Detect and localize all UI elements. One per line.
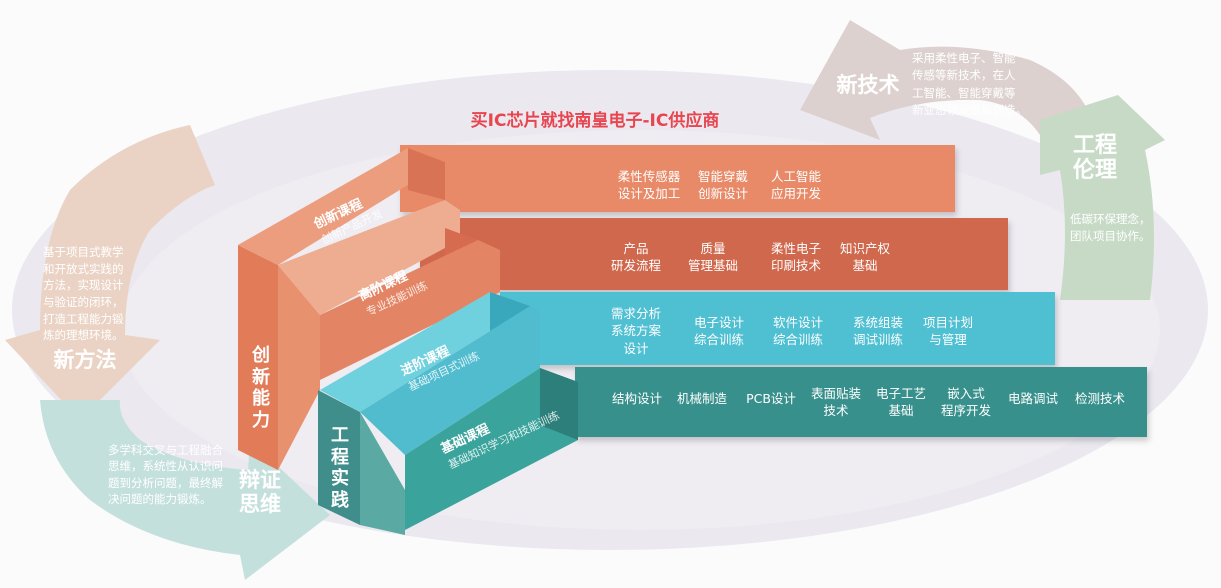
band-1 bbox=[400, 145, 955, 212]
band-4-item: 结构设计 bbox=[611, 391, 663, 406]
band-3 bbox=[500, 292, 1055, 365]
band-3-item: 项目计划 与管理 bbox=[922, 315, 974, 348]
band-4-item: 机械制造 bbox=[676, 391, 728, 406]
ethics-title: 工程 伦理 bbox=[1072, 133, 1117, 184]
watermark-title: 买IC芯片就找南皇电子-IC供应商 bbox=[470, 111, 720, 131]
side-label-practice: 工程 实践 bbox=[331, 425, 349, 511]
dialectic-title: 辩证 思维 bbox=[239, 468, 281, 517]
band-4-item: 电路调试 bbox=[1007, 391, 1059, 406]
band-2-item: 知识产权 基础 bbox=[839, 241, 891, 274]
band-4-item: PCB设计 bbox=[746, 391, 796, 406]
cycle-arrow-dialectic bbox=[40, 400, 330, 580]
band-3-item: 需求分析 系统方案 设计 bbox=[610, 306, 662, 356]
ethics-desc: 低碳环保理念， 团队项目协作。 bbox=[1070, 212, 1151, 244]
band-1-item: 人工智能 应用开发 bbox=[770, 169, 822, 202]
new-tech-title: 新技术 bbox=[836, 73, 900, 97]
band-2-item: 质量 管理基础 bbox=[687, 241, 739, 274]
band-1-item: 柔性传感器 设计及加工 bbox=[617, 169, 681, 202]
band-4 bbox=[575, 367, 1147, 437]
staircase bbox=[238, 148, 578, 535]
band-2-item: 产品 研发流程 bbox=[610, 241, 662, 274]
method-desc: 基于项目式教学 和开放式实践的 方法，实现设计 与验证的闭环， 打造工程能力锻 … bbox=[43, 245, 124, 343]
side-label-innovation: 创新 能力 bbox=[252, 345, 270, 431]
cycle-arrow-ethics bbox=[1040, 95, 1165, 300]
band-3-item: 软件设计 综合训练 bbox=[772, 315, 824, 348]
cycle-arrow-method bbox=[5, 125, 215, 420]
band-3-item: 电子设计 综合训练 bbox=[693, 315, 745, 348]
band-4-item: 表面贴装 技术 bbox=[810, 386, 862, 419]
band-4-item: 电子工艺 基础 bbox=[875, 386, 927, 419]
band-2-item: 柔性电子 印刷技术 bbox=[770, 241, 822, 274]
band-3-item: 系统组装 调试训练 bbox=[852, 315, 904, 348]
cycle-arrow-new-tech bbox=[800, 20, 1090, 140]
band-4-item: 检测技术 bbox=[1074, 391, 1126, 406]
band-2 bbox=[420, 218, 1008, 290]
band-1-item: 智能穿戴 创新设计 bbox=[697, 169, 749, 202]
method-title: 新方法 bbox=[53, 348, 117, 372]
dialectic-desc: 多学科交叉与工程融合 思维，系统性从认识问 题到分析问题，最终解 决问题的能力锻… bbox=[108, 443, 223, 506]
band-4-item: 嵌入式 程序开发 bbox=[940, 386, 992, 419]
new-tech-desc: 采用柔性电子、智能 传感等新技术，在人 工智能、智能穿戴等 新业态领域创新创造。 bbox=[912, 51, 1027, 117]
